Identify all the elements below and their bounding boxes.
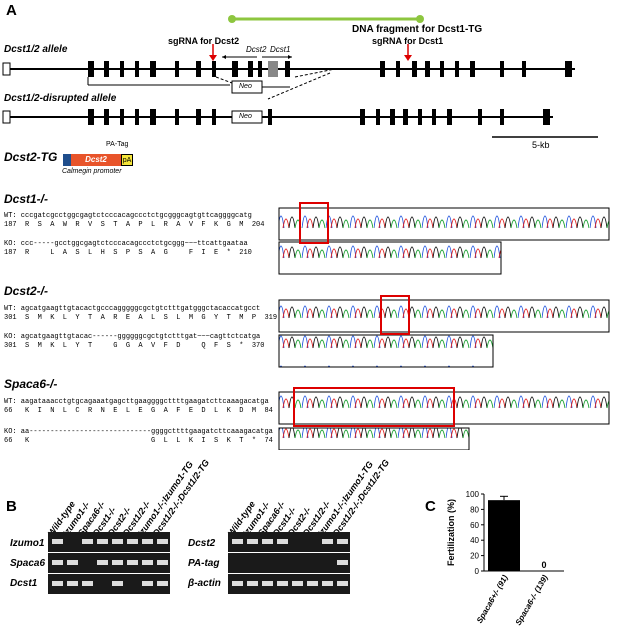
dcst1-chromatograms: [278, 202, 610, 275]
dcst1-highlight: [299, 202, 329, 244]
gel1-row-spaca6: Spaca6: [10, 558, 46, 569]
disrupted-label: Dcst1/2-disrupted allele: [4, 93, 117, 104]
y-tick-label: 100: [466, 490, 480, 499]
dcst2-highlight: [380, 295, 410, 335]
dcst1-wt-seq: WT: cccgatcgcctggcgagtctcccacagccctctgcg…: [4, 212, 252, 220]
panel-c-letter: C: [425, 498, 436, 515]
tg-promoter-label: Calmegin promoter: [62, 168, 122, 175]
dcst1-ko-seq: KO: ccc-----gcctggcgagtctcccacagccctctgc…: [4, 240, 248, 248]
allele-label: Dcst1/2 allele: [4, 44, 68, 55]
dcst2-ko-aa: 301 S M K L Y T G G A V F D Q F S * 370: [4, 342, 265, 350]
bar: [488, 500, 520, 571]
data-label: 0: [541, 560, 546, 570]
spaca6-highlight: [293, 387, 455, 427]
scale-label: 5-kb: [532, 140, 550, 150]
gel1-image: [48, 532, 170, 594]
y-tick-label: 40: [470, 536, 479, 545]
neo-box-bottom: [231, 110, 263, 124]
sgrna-dcst1-arrow: [404, 55, 412, 61]
tg-title: Dcst2-TG: [4, 150, 58, 164]
gel2-image: [228, 532, 350, 594]
tg-dcst2-box: Dcst2: [71, 154, 121, 166]
gene-map-diagram: [2, 15, 598, 138]
dcst2-wt-seq: WT: agcatgaagttgtacactgcccagggggcgctgtct…: [4, 305, 261, 313]
neo-label-bottom: Neo: [239, 113, 252, 120]
gene-dcst2-label: Dcst2: [246, 45, 267, 54]
tg-pa-box: pA: [121, 154, 133, 166]
dcst1-ko-aa: 187 R L A S L H S P S A G F I E * 210: [4, 249, 252, 257]
spaca6-ko-aa: 66 K G L L K I S K T * 74: [4, 437, 273, 445]
gel1-row-izumo1: Izumo1: [10, 538, 45, 549]
dna-fragment-end: [416, 15, 424, 23]
gel2-row-pa-tag: PA-tag: [188, 558, 220, 569]
disrupted-exons: [88, 109, 550, 125]
tg-promoter-box: [63, 154, 71, 166]
category-label: Spaca6+/- (91): [475, 573, 510, 625]
panel-a-letter: A: [6, 2, 17, 19]
category-label: Spaca6-/- (139): [514, 573, 550, 627]
dcst1-wt-aa: 187 R S A W R V S T A P L R A V F K G M …: [4, 221, 265, 229]
gene-dcst1-label: Dcst1: [270, 45, 291, 54]
neo-label-top: Neo: [239, 83, 252, 90]
spaca6-wt-aa: 66 K I N L C R N E L E G A F E D L K D M…: [4, 407, 273, 415]
y-axis-label: Fertilization (%): [446, 499, 456, 566]
exon-start: [2, 62, 11, 76]
dna-fragment-start: [228, 15, 236, 23]
dcst2-chromatograms: [278, 295, 610, 368]
dcst2-title: Dcst2-/-: [4, 284, 49, 298]
dcst2-wt-aa: 301 S M K L Y T A R E A L S L M G Y T M …: [4, 314, 278, 322]
spaca6-chromatograms: [278, 387, 610, 450]
y-tick-label: 60: [470, 521, 479, 530]
y-tick-label: 80: [470, 505, 479, 514]
spaca6-ko-seq: KO: aa-----------------------------ggggc…: [4, 428, 273, 436]
gel2-row-dcst2: Dcst2: [188, 538, 216, 549]
spaca6-wt-seq: WT: aagataaacctgtgcagaaatgagcttgaaggggct…: [4, 398, 269, 406]
sgrna-dcst2-label: sgRNA for Dcst2: [168, 36, 240, 46]
y-tick-label: 0: [475, 567, 480, 576]
allele-exons: [88, 61, 572, 77]
tg-pa-tag-label: PA-Tag: [106, 141, 129, 148]
gel1-row-dcst1: Dcst1: [10, 578, 38, 589]
gel2-row-beta-actin: β-actin: [188, 578, 221, 589]
dcst1-title: Dcst1-/-: [4, 192, 49, 206]
sgrna-dcst1-label: sgRNA for Dcst1: [372, 36, 444, 46]
sgrna-dcst2-arrow: [209, 55, 217, 61]
dna-fragment-label: DNA fragment for Dcst1-TG: [352, 24, 483, 35]
spaca6-title: Spaca6-/-: [4, 377, 58, 391]
y-tick-label: 20: [470, 552, 479, 561]
panel-b-letter: B: [6, 498, 17, 515]
chromatograms: [278, 202, 610, 450]
dcst2-ko-seq: KO: agcatgaagttgtacac------ggggggcgctgtc…: [4, 333, 261, 341]
